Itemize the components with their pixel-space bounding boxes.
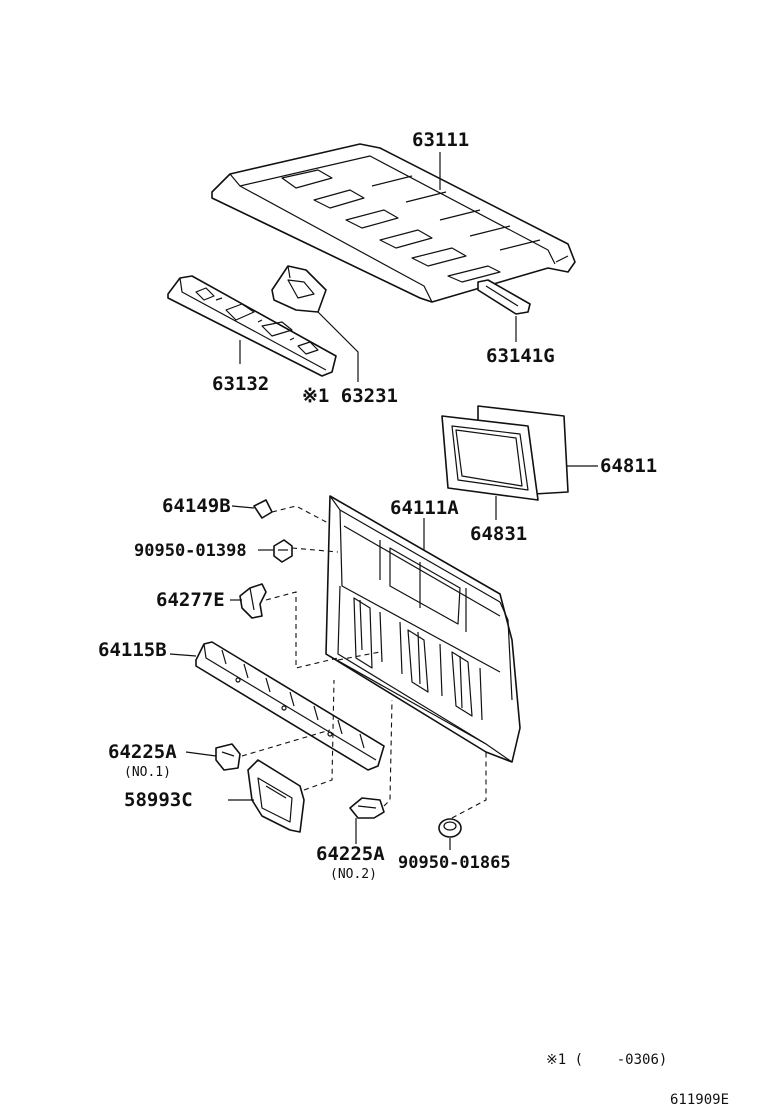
label-64111a: 64111A (390, 497, 459, 519)
bracket-58993c-part (247, 759, 305, 833)
label-64811: 64811 (600, 455, 657, 477)
label-64115b: 64115B (98, 639, 167, 661)
leader-lines (169, 152, 598, 850)
grommet-upper-part (273, 539, 293, 563)
label-64277e: 64277E (156, 589, 225, 611)
label-90950-01398: 90950-01398 (134, 541, 247, 561)
label-63141g: 63141G (486, 345, 555, 367)
label-64149b: 64149B (162, 495, 231, 517)
clip-64149b-part (253, 499, 273, 519)
label-64225a-no1-sub: (NO.1) (124, 765, 171, 780)
weatherstrip-part (441, 415, 539, 501)
roof-header-part (167, 275, 337, 377)
label-64831: 64831 (470, 523, 527, 545)
diagram-id: 611909E (670, 1092, 729, 1108)
label-64225a-no2: 64225A (316, 843, 385, 865)
label-64225a-no2-sub: (NO.2) (330, 867, 377, 882)
bracket-64277e-part (239, 583, 267, 619)
label-90950-01865: 90950-01865 (398, 853, 511, 873)
roof-bracket-part (271, 265, 327, 313)
label-63111: 63111 (412, 129, 469, 151)
roof-panel-part (211, 143, 576, 303)
back-panel-part (325, 495, 521, 763)
assembly-dash-lines (241, 505, 487, 819)
label-63132: 63132 (212, 373, 269, 395)
clip-64225a-no1-part (215, 743, 241, 771)
plug-lower-part (438, 818, 462, 838)
label-63231: ※1 63231 (302, 385, 398, 407)
reinforcement-64115b-part (195, 641, 385, 771)
footnote: ※1 ( -0306) (546, 1052, 667, 1068)
label-64225a-no1: 64225A (108, 741, 177, 763)
clip-64225a-no2-part (349, 797, 385, 819)
roof-bow-part (477, 279, 531, 315)
label-58993c: 58993C (124, 789, 193, 811)
